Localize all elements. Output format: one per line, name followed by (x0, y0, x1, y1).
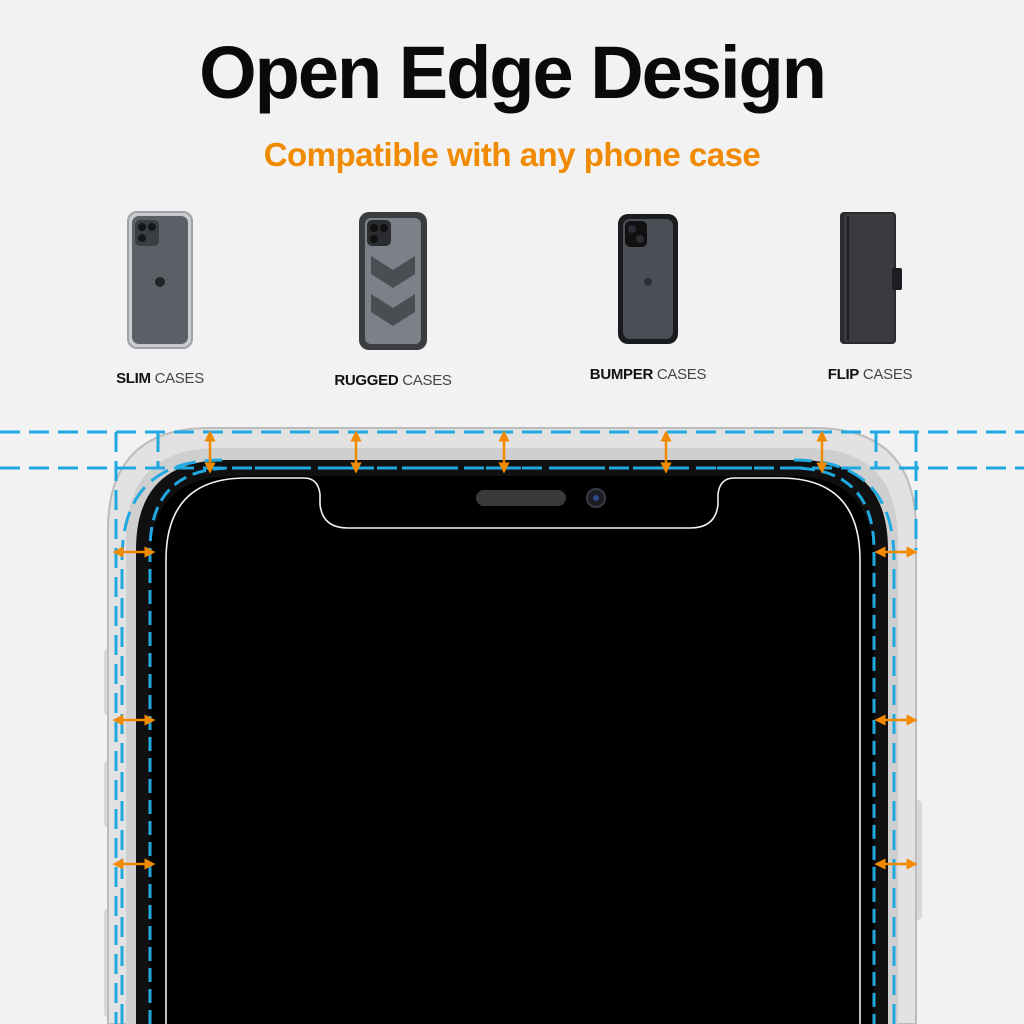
phone-screen (150, 476, 874, 1024)
flip-case-icon (840, 212, 902, 344)
case-label-flip: FLIP CASES (827, 366, 913, 383)
phone-edge-diagram (0, 427, 1024, 1024)
case-bumper: BUMPER CASES (548, 212, 748, 383)
slim-case-icon (127, 211, 193, 349)
case-label-slim: SLIM CASES (116, 370, 204, 387)
protector-boundary (148, 466, 876, 1024)
case-flip: FLIP CASES (770, 210, 970, 383)
gap-arrows (112, 430, 918, 870)
page-subtitle: Compatible with any phone case (263, 136, 761, 173)
speaker-grille (476, 490, 566, 506)
rugged-case-icon (359, 212, 427, 350)
case-label-rugged: RUGGED CASES (334, 372, 452, 389)
case-slim: SLIM CASES (60, 210, 260, 387)
case-label-bumper: BUMPER CASES (589, 366, 707, 383)
bumper-case-icon (618, 214, 678, 344)
case-rugged: RUGGED CASES (293, 210, 493, 389)
screen-protector-outline (165, 477, 861, 1024)
page-title: Open Edge Design (199, 31, 827, 114)
